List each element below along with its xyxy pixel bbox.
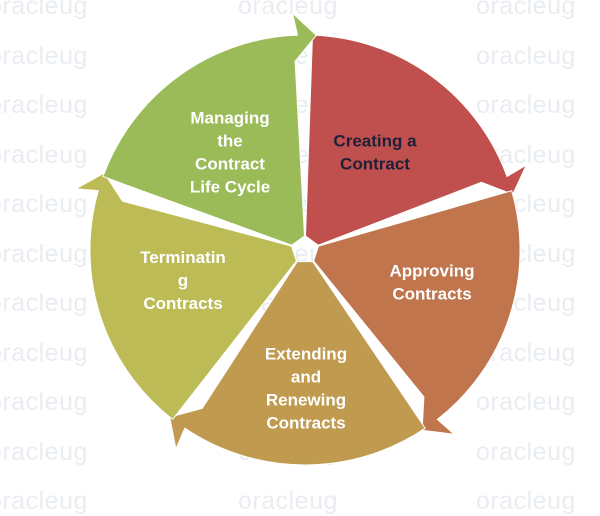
watermark-text: oracleug [0,41,88,70]
segment-shape-approving [313,190,521,435]
watermark-text: oracleug [0,239,88,268]
segment-label-line: Contract [195,155,265,174]
segment-label-line: Terminatin [140,248,226,267]
cycle-segment-creating: Creating a Contract [304,34,528,246]
segment-label-line: Contracts [143,294,222,313]
watermark-text: oracleug [0,91,88,119]
watermark-text: oracleug [0,437,88,466]
segment-label-line: g [178,271,188,290]
segment-label-line: Life Cycle [190,178,270,197]
segment-label-line: Renewing [266,391,346,410]
watermark-text: oracleug [476,91,576,119]
segment-label-line: Extending [265,345,347,364]
watermark-text: oracleug [0,289,88,317]
segment-label-line: Managing [190,109,269,128]
watermark-text: oracleug [238,0,338,20]
watermark-text: oracleug [476,0,576,20]
watermark-text: oracleug [0,140,88,169]
watermark-text: oracleug [0,388,88,416]
segment-shape-terminating [74,172,297,421]
segment-label-line: Contracts [392,285,471,304]
watermark-text: oracleug [0,338,88,367]
segment-label-line: the [217,132,243,151]
segment-shape-extending [169,261,426,466]
watermark-text: oracleug [476,437,576,466]
segment-label-creating: Creating a Contract [333,132,417,174]
segment-shape-creating [304,34,528,246]
segment-shape-managing [102,11,317,246]
segment-label-line: Creating a [333,132,417,151]
watermark-text: oracleug [476,41,576,70]
watermark-text: oracleug [0,0,88,20]
segment-label-line: Approving [390,262,475,281]
segment-label-line: Contract [340,155,410,174]
segment-label-line: Contracts [266,414,345,433]
watermark-text: oracleug [0,190,88,218]
watermark-text: oracleug [476,388,576,416]
segment-label-line: and [291,368,321,387]
